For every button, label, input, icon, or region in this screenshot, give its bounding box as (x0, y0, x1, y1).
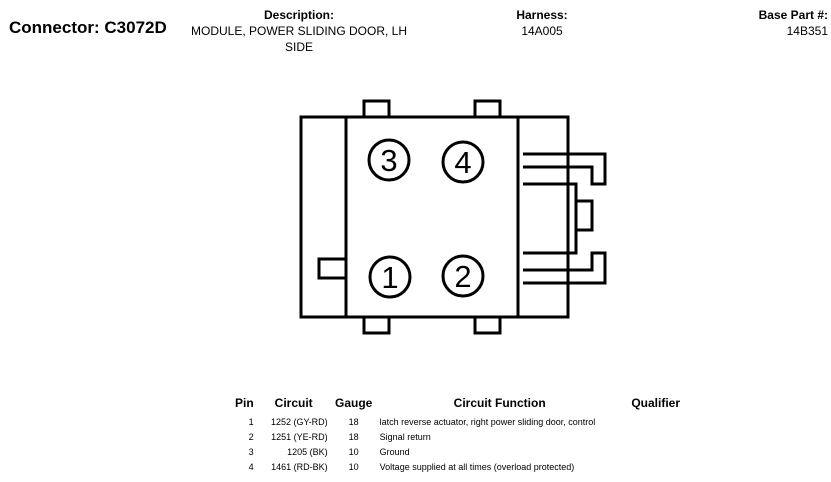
circuit-code: 1251 (YE-RD) (271, 431, 328, 442)
cavity-1-circle (368, 255, 412, 299)
cavity-3-label: 3 (380, 143, 397, 178)
cavity-1-label: 1 (381, 260, 398, 295)
col-pin: Pin (235, 396, 254, 410)
table-row: 4 1461 (RD-BK) 10 Voltage supplied at al… (232, 459, 689, 474)
harness-block: Harness: 14A005 (490, 7, 594, 39)
wire-gauge: 10 (348, 461, 359, 472)
qualifier (623, 459, 689, 474)
circuit-function: Ground (379, 446, 410, 457)
wire-gauge: 18 (348, 416, 359, 427)
base-part-label: Base Part #: (758, 8, 828, 22)
connector-top-rib-right (473, 99, 502, 119)
pin-number: 4 (248, 461, 254, 472)
wire-gauge: 10 (348, 446, 359, 457)
pin-number: 1 (248, 416, 254, 427)
description-label: Description: (263, 8, 334, 22)
base-part-value: 14B351 (786, 24, 828, 38)
connector-bottom-rib-left (362, 315, 391, 335)
connector-title: Connector: C3072D (9, 18, 167, 37)
cavity-4: 4 (441, 140, 485, 184)
harness-label: Harness: (516, 8, 568, 22)
cavity-3: 3 (367, 138, 411, 182)
qualifier (623, 414, 689, 429)
col-circuit-function: Circuit Function (453, 396, 546, 410)
circuit-function: latch reverse actuator, right power slid… (379, 416, 596, 427)
cavity-4-label: 4 (454, 145, 471, 180)
cavity-4-circle (441, 140, 485, 184)
table-row: 3 1205 (BK) 10 Ground (232, 444, 689, 459)
circuit-function: Signal return (379, 431, 431, 442)
table-row: 1 1252 (GY-RD) 18 latch reverse actuator… (232, 414, 689, 429)
connector-face-diagram: 3 4 1 2 (299, 99, 607, 335)
connector-latch-arm-top (523, 152, 607, 186)
circuit-code: 1252 (GY-RD) (270, 416, 328, 427)
col-circuit: Circuit (274, 396, 313, 410)
connector-bottom-rib-right (473, 315, 502, 335)
connector-top-rib-left (362, 99, 391, 119)
description-block: Description: MODULE, POWER SLIDING DOOR,… (186, 7, 412, 55)
col-qualifier: Qualifier (631, 396, 681, 410)
pin-number: 2 (248, 431, 254, 442)
circuit-function: Voltage supplied at all times (overload … (379, 461, 575, 472)
circuit-code: 1205 (BK) (287, 446, 328, 457)
cavity-2-circle (441, 254, 485, 298)
wire-gauge: 18 (348, 431, 359, 442)
qualifier (623, 429, 689, 444)
cavity-1: 1 (368, 255, 412, 299)
pin-number: 3 (248, 446, 254, 457)
cavity-2-label: 2 (454, 259, 471, 294)
circuit-code: 1461 (RD-BK) (271, 461, 328, 472)
cavity-3-circle (367, 138, 411, 182)
description-value: MODULE, POWER SLIDING DOOR, LH SIDE (190, 24, 408, 54)
connector-right-housing (516, 115, 570, 319)
col-gauge: Gauge (335, 396, 373, 410)
base-part-block: Base Part #: 14B351 (728, 7, 828, 39)
pinout-header-row: Pin Circuit Gauge Circuit Function Quali… (232, 396, 689, 414)
connector-left-flange (299, 115, 348, 319)
connector-latch-arm-bottom (523, 251, 607, 285)
cavity-2: 2 (441, 254, 485, 298)
connector-latch-button (574, 199, 594, 232)
harness-value: 14A005 (521, 24, 563, 38)
qualifier (623, 444, 689, 459)
connector-left-latch (317, 257, 348, 280)
table-row: 2 1251 (YE-RD) 18 Signal return (232, 429, 689, 444)
pinout-table: Pin Circuit Gauge Circuit Function Quali… (232, 396, 689, 474)
